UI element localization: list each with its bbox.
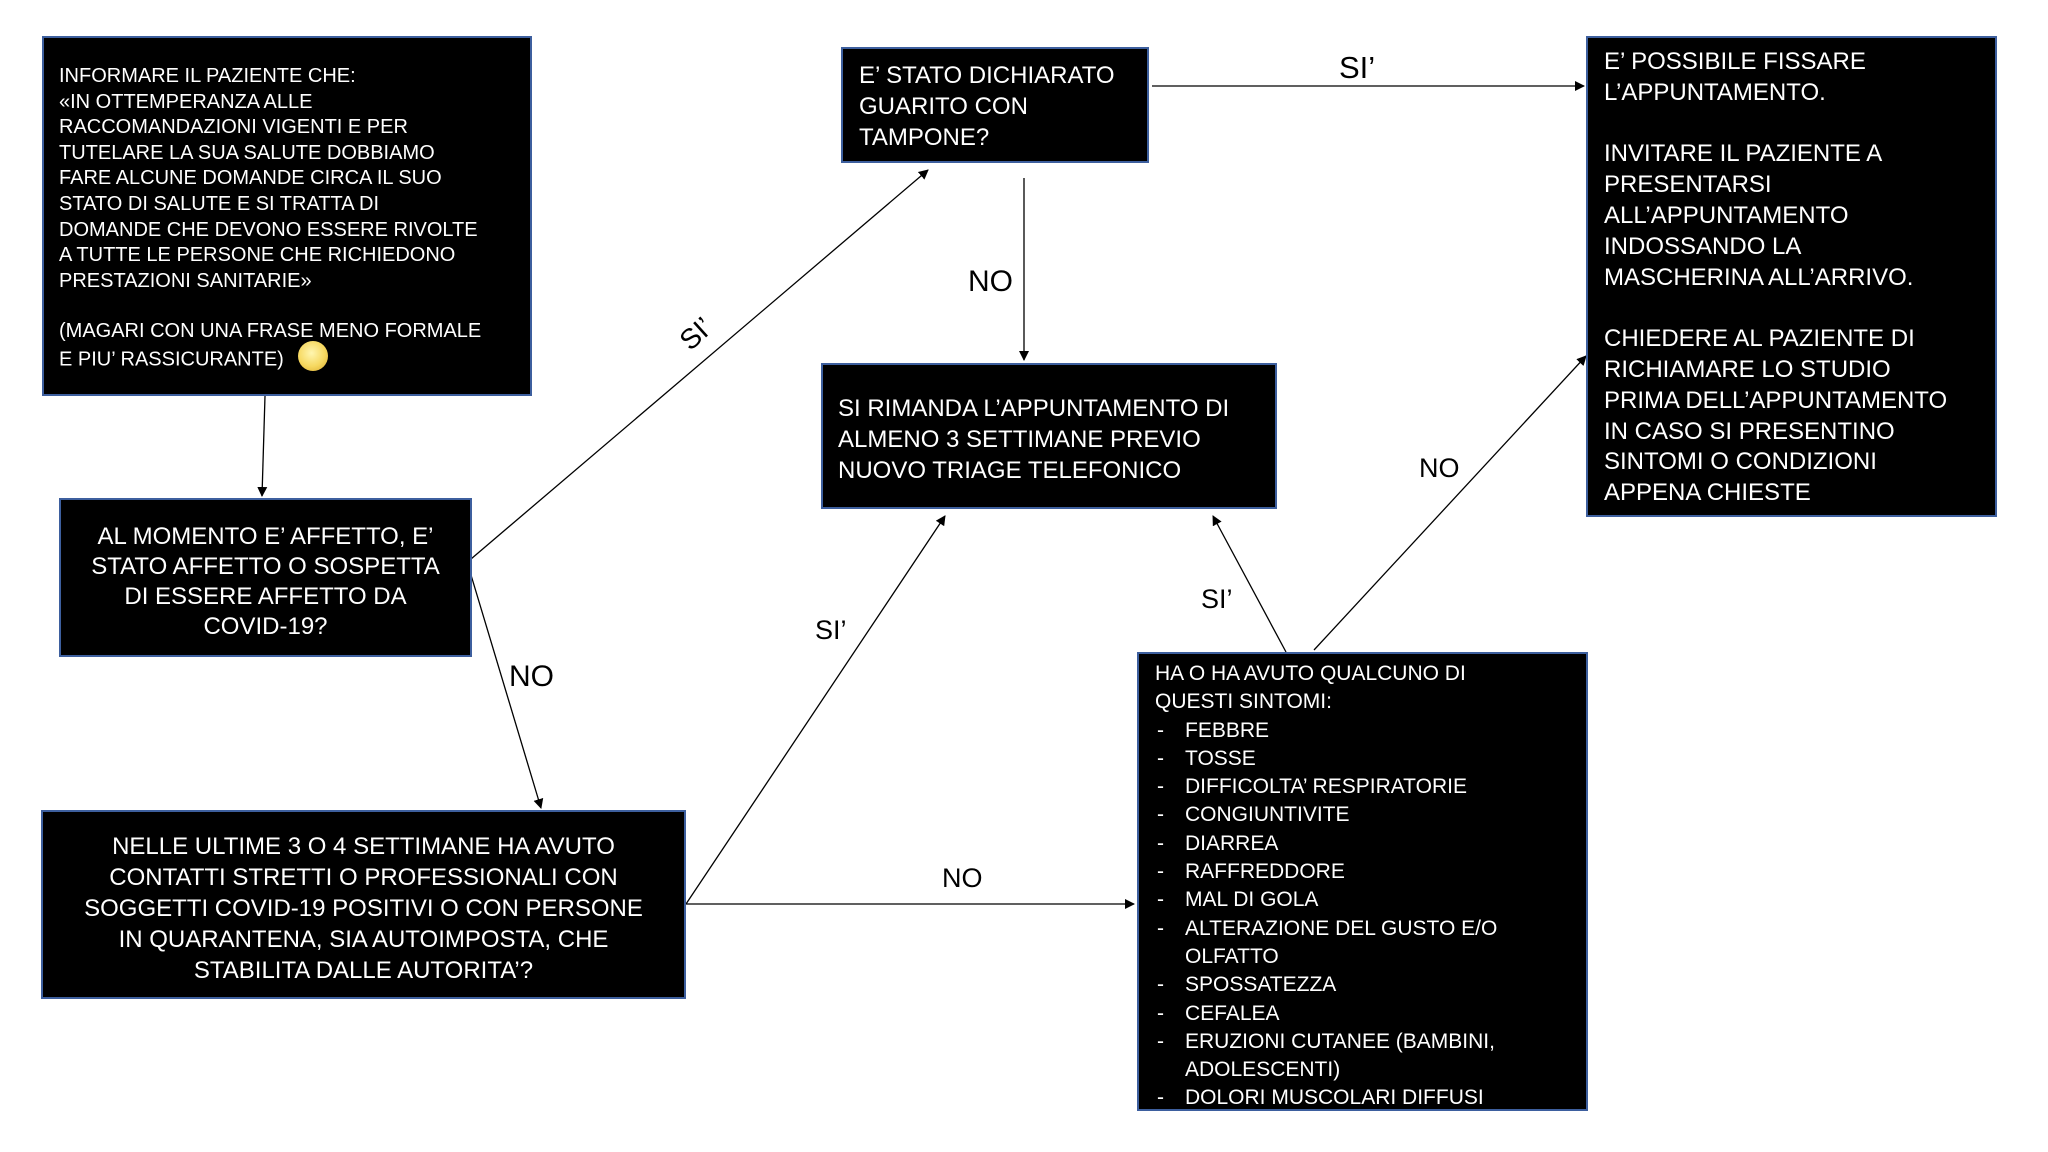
symptom-item: DIARREA	[1155, 830, 1576, 859]
symptom-item: SPOSSATEZZA	[1155, 971, 1576, 1000]
symptom-item: MAL DI GOLA	[1155, 886, 1576, 915]
inform-text: INFORMARE IL PAZIENTE CHE: «IN OTTEMPERA…	[59, 65, 478, 292]
symptom-item: TOSSE	[1155, 745, 1576, 774]
node-postpone: SI RIMANDA L’APPUNTAMENTO DI ALMENO 3 SE…	[821, 363, 1277, 509]
symptom-item: CONGIUNTIVITE	[1155, 801, 1576, 830]
node-contacts-question: NELLE ULTIME 3 O 4 SETTIMANE HA AVUTO CO…	[41, 810, 686, 999]
edge-label-symptoms-to-appointment: NO	[1419, 453, 1460, 483]
edge-label-contacts-to-postpone: SI’	[815, 615, 847, 645]
node-affected-question: AL MOMENTO E’ AFFETTO, E’ STATO AFFETTO …	[59, 498, 472, 657]
node-inform-patient: INFORMARE IL PAZIENTE CHE: «IN OTTEMPERA…	[42, 36, 532, 396]
edge-affected-to-contacts	[470, 574, 544, 809]
edge-inform-to-affected	[257, 395, 268, 497]
edge-contacts-to-postpone	[685, 515, 946, 905]
edge-label-symptoms-to-postpone: SI’	[1201, 584, 1233, 614]
affected-question-text: AL MOMENTO E’ AFFETTO, E’ STATO AFFETTO …	[91, 523, 440, 640]
edge-label-healed-to-postpone: NO	[968, 265, 1013, 298]
node-healed-question: E’ STATO DICHIARATO GUARITO CON TAMPONE?	[841, 47, 1149, 163]
edge-label-affected-to-contacts: NO	[509, 660, 554, 693]
node-appointment-ok: E’ POSSIBILE FISSARE L’APPUNTAMENTO. INV…	[1586, 36, 1997, 517]
symptom-item: RAFFREDDORE	[1155, 858, 1576, 887]
winking-face-icon	[297, 340, 328, 371]
symptom-item: DIFFICOLTA’ RESPIRATORIE	[1155, 773, 1576, 802]
symptom-item: ALTERAZIONE DEL GUSTO E/O OLFATTO	[1155, 915, 1576, 972]
contacts-question-text: NELLE ULTIME 3 O 4 SETTIMANE HA AVUTO CO…	[84, 833, 643, 984]
edge-label-healed-to-appointment: SI’	[1339, 50, 1376, 85]
edge-affected-to-healed	[470, 169, 929, 560]
symptom-item: CEFALEA	[1155, 1000, 1576, 1029]
symptom-item: DOLORI MUSCOLARI DIFFUSI	[1155, 1084, 1576, 1113]
symptoms-list: FEBBRE TOSSE DIFFICOLTA’ RESPIRATORIE CO…	[1155, 717, 1576, 1113]
symptom-item: FEBBRE	[1155, 717, 1576, 746]
edge-symptoms-to-appointment	[1313, 355, 1587, 651]
edge-symptoms-to-postpone	[1212, 515, 1287, 653]
healed-question-text: E’ STATO DICHIARATO GUARITO CON TAMPONE?	[859, 62, 1115, 151]
symptoms-intro: HA O HA AVUTO QUALCUNO DI QUESTI SINTOMI…	[1155, 662, 1466, 714]
appointment-ok-text: E’ POSSIBILE FISSARE L’APPUNTAMENTO. INV…	[1604, 48, 1948, 507]
inform-note: (MAGARI CON UNA FRASE MENO FORMALE E PIU…	[59, 320, 482, 371]
postpone-text: SI RIMANDA L’APPUNTAMENTO DI ALMENO 3 SE…	[838, 395, 1230, 484]
symptom-item: ERUZIONI CUTANEE (BAMBINI, ADOLESCENTI)	[1155, 1028, 1576, 1085]
node-symptoms-question: HA O HA AVUTO QUALCUNO DI QUESTI SINTOMI…	[1137, 652, 1588, 1113]
edge-label-contacts-to-symptoms: NO	[942, 863, 983, 893]
